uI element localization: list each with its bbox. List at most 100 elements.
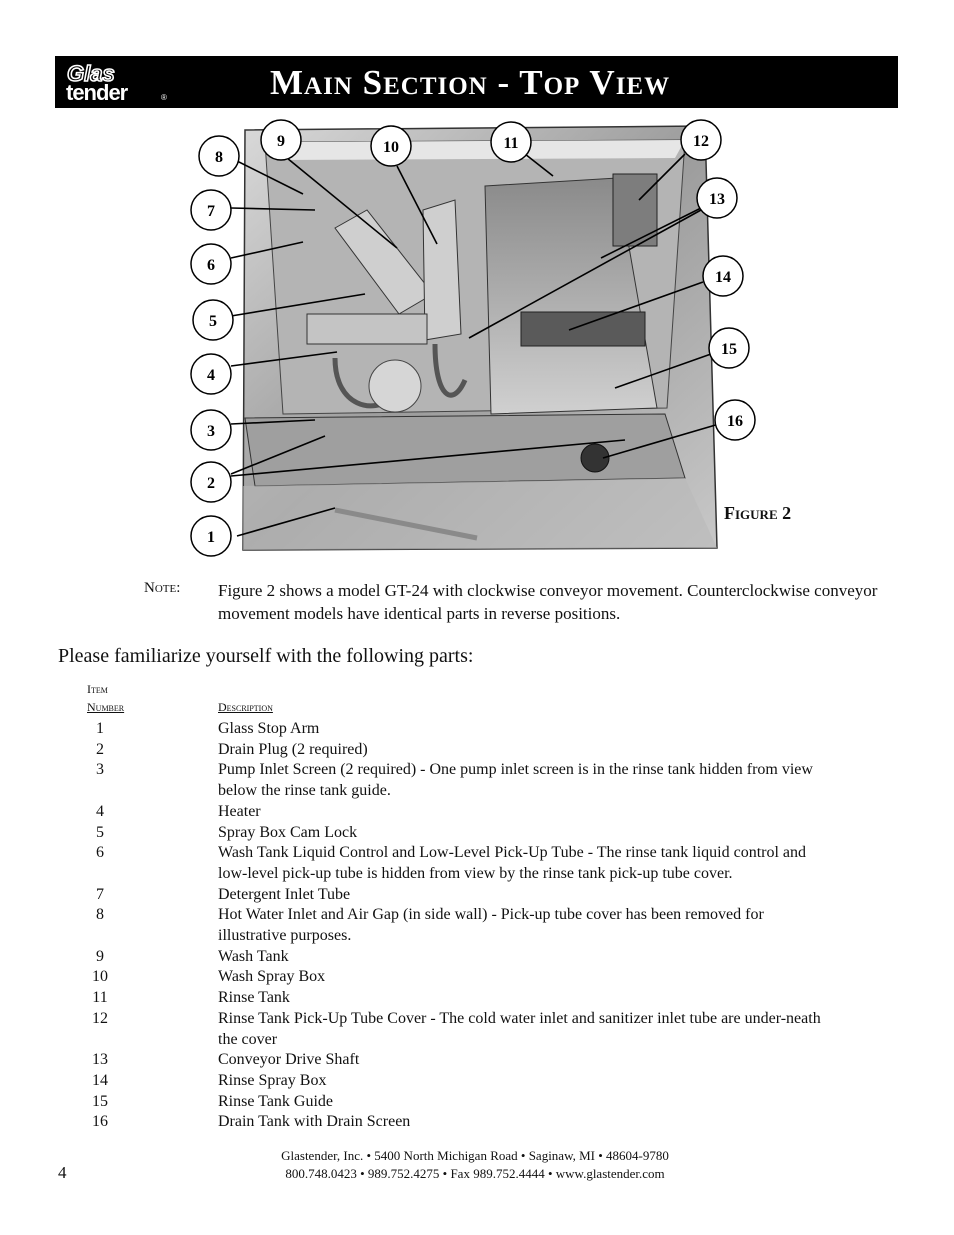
logo-registered-mark: ® [161, 93, 167, 102]
parts-row: 12 Rinse Tank Pick-Up Tube Cover - The co… [70, 1009, 830, 1050]
callout-12: 12 [680, 119, 722, 161]
footer-contact: 800.748.0423 • 989.752.4275 • Fax 989.75… [285, 1166, 665, 1181]
intro-text: Please familiarize yourself with the fol… [58, 645, 474, 667]
svg-text:4: 4 [207, 367, 215, 384]
item-number: 14 [92, 1071, 108, 1089]
item-description: Conveyor Drive Shaft [218, 1051, 360, 1069]
item-number: 13 [92, 1051, 108, 1069]
parts-row: 2 Drain Plug (2 required) [70, 740, 830, 761]
callout-16: 16 [714, 399, 756, 441]
svg-text:3: 3 [207, 423, 215, 440]
figure-caption: Figure 2 [724, 503, 792, 523]
glastender-logo: Glas tender ® [66, 60, 167, 104]
item-number: 16 [92, 1113, 108, 1131]
logo-text-bottom: tender [66, 80, 129, 104]
callout-14: 14 [702, 255, 744, 297]
callout-9: 9 [260, 119, 302, 161]
item-description: Hot Water Inlet and Air Gap (in side wal… [218, 906, 764, 945]
wash-spray-box-arm [422, 199, 462, 341]
note-text: Figure 2 shows a model GT-24 with clockw… [218, 581, 878, 623]
callout-1: 1 [190, 515, 232, 557]
item-number: 4 [96, 802, 104, 820]
svg-text:1: 1 [207, 529, 215, 546]
item-number: 7 [96, 885, 104, 903]
column-header-number: Number [87, 700, 125, 714]
callout-15: 15 [708, 327, 750, 369]
svg-text:7: 7 [207, 203, 215, 220]
svg-text:9: 9 [277, 133, 285, 150]
item-number: 3 [96, 761, 104, 779]
svg-text:11: 11 [503, 135, 518, 152]
parts-row: 7 Detergent Inlet Tube [70, 885, 830, 906]
front-panel [243, 478, 717, 550]
pick-up-tube-cover [612, 173, 658, 247]
parts-list: 1 Glass Stop Arm 2 Drain Plug (2 required)… [70, 719, 830, 1133]
item-number: 5 [96, 823, 104, 841]
item-description: Heater [218, 802, 261, 820]
wash-spray-box-base [306, 313, 428, 345]
logo-text-top: Glas [67, 61, 115, 86]
svg-text:14: 14 [715, 269, 731, 286]
item-number: 11 [92, 989, 108, 1007]
svg-text:6: 6 [207, 257, 215, 274]
page-number: 4 [58, 1163, 67, 1182]
callout-7: 7 [190, 189, 232, 231]
item-description: Spray Box Cam Lock [218, 823, 358, 841]
item-description: Pump Inlet Screen (2 required) - One pum… [218, 761, 813, 800]
callout-4: 4 [190, 353, 232, 395]
svg-text:5: 5 [209, 313, 217, 330]
item-number: 9 [96, 947, 104, 965]
item-description: Detergent Inlet Tube [218, 885, 351, 903]
item-number: 1 [96, 720, 104, 737]
callout-10: 10 [370, 125, 412, 167]
item-description: Wash Tank Liquid Control and Low-Level P… [218, 844, 807, 882]
footer-address: Glastender, Inc. • 5400 North Michigan R… [281, 1148, 669, 1163]
item-description: Rinse Spray Box [218, 1071, 327, 1089]
parts-row: 15 Rinse Tank Guide [70, 1092, 830, 1113]
parts-row: 8 Hot Water Inlet and Air Gap (in side wa… [70, 905, 830, 946]
item-number: 2 [96, 740, 104, 758]
rinse-spray-box [520, 311, 646, 347]
leader-lines [230, 153, 720, 537]
item-number: 10 [92, 968, 108, 986]
item-number: 15 [92, 1092, 108, 1110]
svg-text:2: 2 [207, 475, 215, 492]
svg-text:15: 15 [721, 341, 737, 358]
item-description: Glass Stop Arm [218, 720, 320, 737]
item-number: 8 [96, 906, 104, 924]
item-number: 12 [92, 1009, 108, 1027]
parts-row: 11 Rinse Tank [70, 988, 830, 1009]
svg-text:12: 12 [693, 133, 709, 150]
parts-row: 10 Wash Spray Box [70, 967, 830, 988]
item-description: Drain Plug (2 required) [218, 740, 368, 758]
drain-screen [580, 443, 610, 473]
item-description: Rinse Tank [218, 989, 290, 1007]
svg-text:13: 13 [709, 191, 725, 208]
svg-text:8: 8 [215, 149, 223, 166]
callout-3: 3 [190, 409, 232, 451]
note-label: Note: [144, 580, 181, 596]
drain-tank [244, 413, 686, 487]
item-description: Wash Spray Box [218, 968, 326, 986]
item-description: Rinse Tank Guide [218, 1092, 334, 1110]
page-title: Main Section - Top View [270, 63, 671, 102]
parts-row: 14 Rinse Spray Box [70, 1071, 830, 1092]
title-bar: Glas tender ® Main Section - Top View [55, 56, 898, 108]
parts-row: 16 Drain Tank with Drain Screen [70, 1112, 830, 1133]
parts-row: 3 Pump Inlet Screen (2 required) - One pu… [70, 760, 830, 801]
item-description: Rinse Tank Pick-Up Tube Cover - The cold… [218, 1009, 821, 1048]
item-description: Drain Tank with Drain Screen [218, 1113, 411, 1131]
callouts: 1 2 3 4 5 6 7 8 9 10 11 12 13 14 15 16 [190, 119, 756, 557]
parts-row: 1 Glass Stop Arm [70, 719, 830, 740]
parts-row: 13 Conveyor Drive Shaft [70, 1050, 830, 1071]
figure-2-top-view: 1 2 3 4 5 6 7 8 9 10 11 12 13 14 15 16 [190, 119, 756, 557]
parts-row: 5 Spray Box Cam Lock [70, 823, 830, 844]
callout-5: 5 [192, 299, 234, 341]
svg-text:10: 10 [383, 139, 399, 156]
callout-2: 2 [190, 461, 232, 503]
pump-inlet-screen [368, 359, 422, 413]
tank-rim [265, 140, 685, 160]
callout-11: 11 [490, 121, 532, 163]
